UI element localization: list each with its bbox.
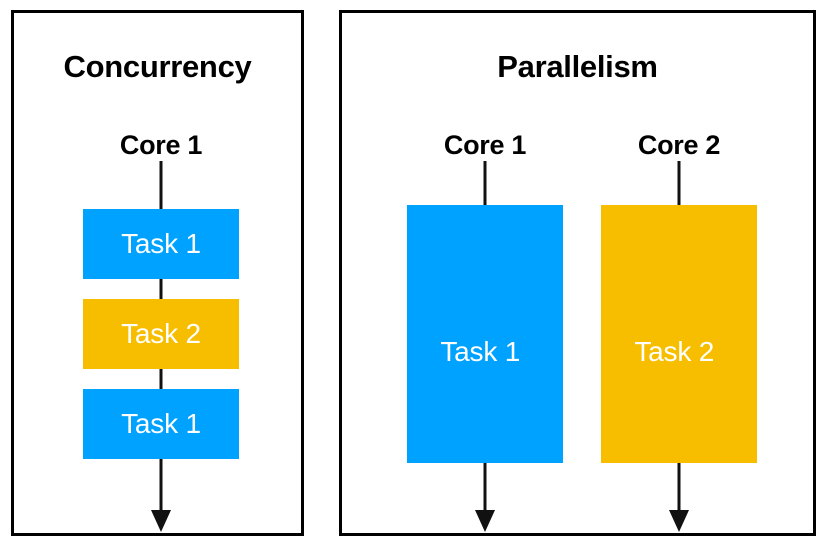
task-block[interactable]: Task 2 [601, 205, 757, 463]
concurrency-panel: Concurrency Core 1 Task 1 Task 2 Task 1 [11, 10, 304, 536]
task-block-label: Task 1 [440, 336, 521, 368]
core-label-parallelism-core1: Core 1 [443, 130, 527, 160]
task-block-label: Task 2 [634, 336, 715, 368]
page-title-parallelism: Parallelism [497, 49, 658, 84]
task-block[interactable]: Task 1 [83, 389, 239, 459]
flow-arrow-parallelism-core2 [666, 508, 692, 534]
task-block-label: Task 1 [121, 228, 201, 259]
task-block-label: Task 2 [121, 318, 201, 349]
task-block[interactable]: Task 1 [83, 209, 239, 279]
task-block-label: Task 1 [121, 408, 201, 439]
task-block[interactable]: Task 2 [83, 299, 239, 369]
flow-arrow-concurrency [148, 508, 174, 534]
task-block[interactable]: Task 1 [407, 205, 563, 463]
flow-arrow-parallelism-core1 [472, 508, 498, 534]
core-label-parallelism-core2: Core 2 [637, 130, 721, 160]
page-title-concurrency: Concurrency [63, 49, 252, 84]
core-label-concurrency-core1: Core 1 [119, 130, 203, 160]
parallelism-panel: Parallelism Core 1 Task 1 Core 2 Task 2 [339, 10, 816, 536]
